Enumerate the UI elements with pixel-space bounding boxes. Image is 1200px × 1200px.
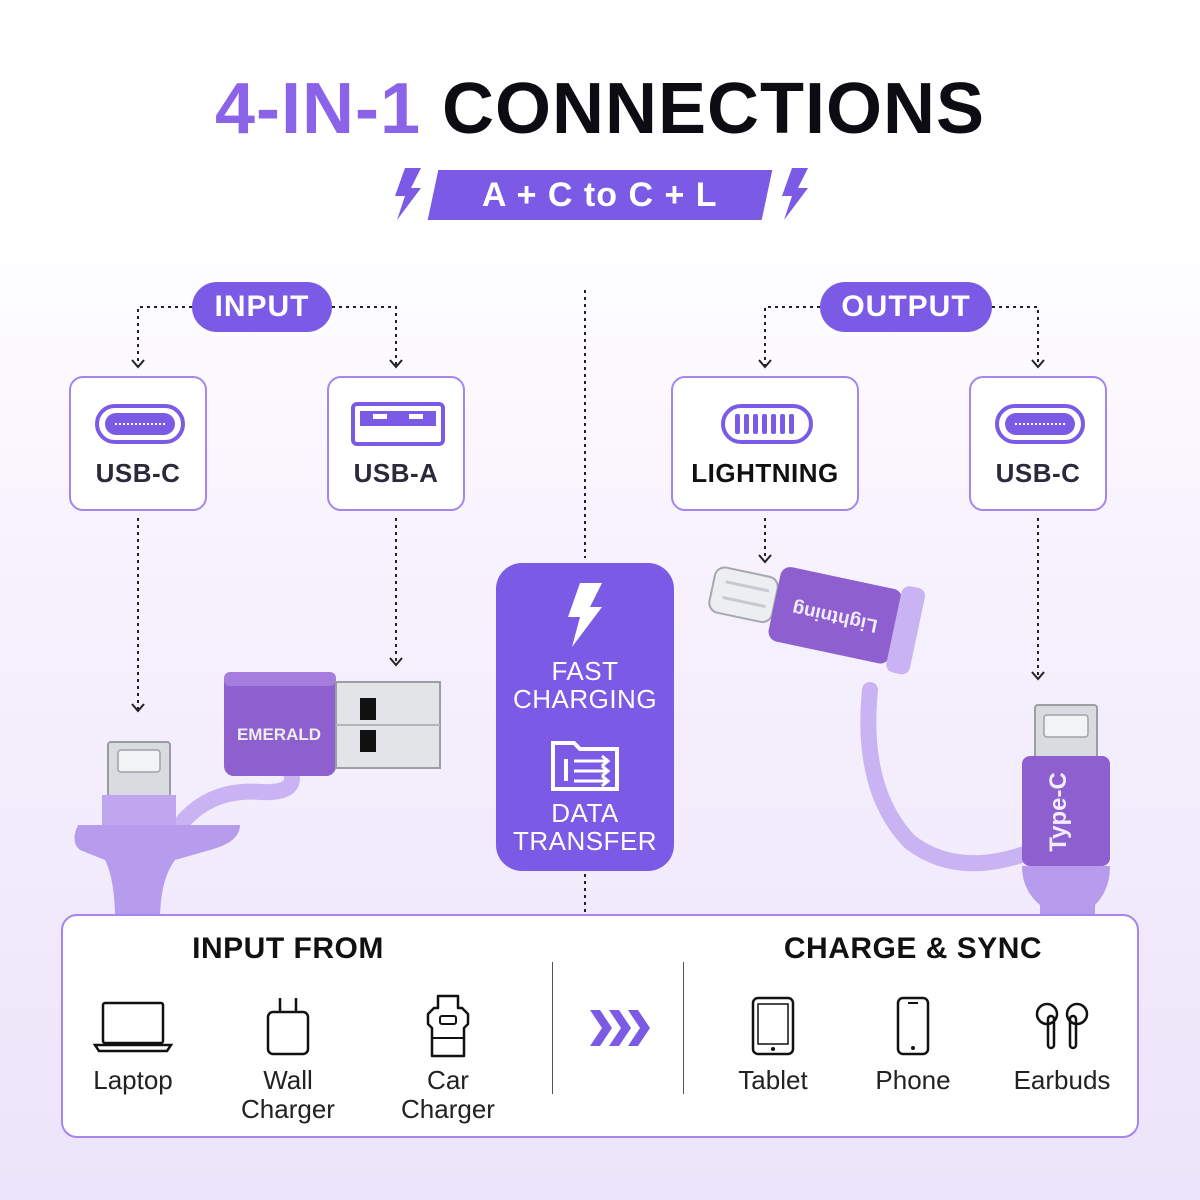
device-car-charger: Car Charger [383,986,513,1124]
device-wall-charger: Wall Charger [223,986,353,1124]
feature-fast-line1: FAST [551,656,619,686]
port-label: USB-C [995,458,1081,488]
earbuds-icon [1035,1002,1089,1050]
feature-fast-line2: CHARGING [512,684,658,714]
bolt-icon [568,583,602,647]
usb-a-port-icon [351,402,445,446]
device-label: Earbuds [1013,1065,1111,1095]
device-phone: Phone [853,986,973,1095]
laptop-icon [93,1001,173,1053]
page-title: 4-IN-1 CONNECTIONS [0,66,1200,152]
usb-c-port-icon [95,404,185,444]
wall-charger-icon [266,998,310,1056]
device-label: Laptop [93,1065,173,1095]
device-tablet: Tablet [713,986,833,1095]
port-card-input-usb-a: USB-A [327,376,465,511]
input-label-text: INPUT [214,290,310,323]
brand-label: EMERALD [237,725,321,744]
folder-transfer-icon [551,741,619,791]
title-accent: 4-IN-1 [214,69,421,149]
compatibility-panel: INPUT FROM CHARGE & SYNC Laptop Wall [61,914,1139,1138]
input-cable-image: EMERALD [74,672,441,920]
device-label-line1: Car [427,1065,469,1095]
device-label: Phone [875,1065,951,1095]
input-label: INPUT [192,282,332,332]
output-label: OUTPUT [820,282,992,332]
output-label-text: OUTPUT [841,290,971,323]
chevron-right-icon [590,1010,650,1046]
title-main: CONNECTIONS [442,69,986,149]
panel-divider-right [683,962,684,1094]
bolt-left-icon [395,168,421,220]
usb-c-port-icon [995,404,1085,444]
typec-tag: Type-C [1045,772,1072,852]
feature-data-line2: TRANSFER [512,826,658,856]
bolt-right-icon [782,168,808,220]
lightning-port-icon [721,404,813,444]
device-earbuds: Earbuds [998,986,1126,1095]
device-label-line2: Charger [241,1094,335,1124]
charge-sync-heading: CHARGE & SYNC [783,932,1043,965]
port-card-output-usb-c: USB-C [969,376,1107,511]
panel-divider-left [552,962,553,1094]
port-label: USB-C [95,458,181,488]
feature-data-line1: DATA [551,798,619,828]
device-label-line2: Charger [401,1094,495,1124]
phone-icon [896,996,930,1056]
device-label-line1: Wall [263,1065,313,1095]
port-label: USB-A [353,458,439,488]
port-card-output-lightning: LIGHTNING [671,376,859,511]
port-card-input-usb-c: USB-C [69,376,207,511]
car-charger-icon [426,994,470,1058]
port-label: LIGHTNING [691,458,839,488]
output-cable-image: Lightning Type-C [708,566,1110,920]
device-label: Tablet [738,1065,808,1095]
input-from-heading: INPUT FROM [192,932,384,965]
features-box: FAST CHARGING DATA TRANSFER [496,563,674,871]
device-laptop: Laptop [73,986,193,1095]
tablet-icon [751,996,795,1056]
